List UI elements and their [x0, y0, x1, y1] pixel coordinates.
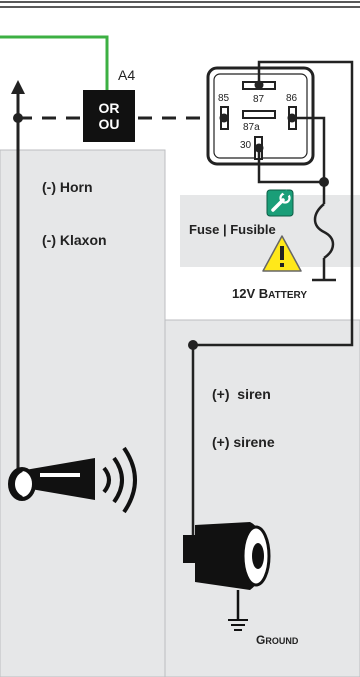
or-ou-module	[83, 90, 135, 142]
horn-wire	[11, 80, 25, 470]
battery-label: 12V BATTERY	[232, 286, 307, 301]
ground-label: GROUND	[256, 633, 299, 647]
module-label: A4	[118, 67, 135, 83]
module-green-wire	[0, 35, 109, 90]
ground-icon	[228, 619, 248, 631]
pin30-wire	[257, 148, 324, 184]
horn-icon	[8, 446, 137, 514]
siren-label-en: (+) siren	[212, 386, 271, 402]
relay-pin-87-label: 87	[253, 94, 265, 105]
module-line2: OU	[99, 116, 120, 132]
relay-wiring	[191, 60, 354, 540]
relay-pin-85-dot	[219, 113, 229, 123]
siren-speaker-icon	[183, 522, 271, 620]
relay-pin-87a-blade	[242, 110, 276, 119]
wrench-icon	[266, 189, 294, 217]
pin86-wire	[292, 116, 326, 182]
relay-pin-30-label: 30	[240, 140, 252, 151]
fuse-top-junction	[319, 177, 329, 187]
module-line1: OR	[99, 100, 120, 116]
siren-panel	[164, 319, 360, 677]
warning-icon	[262, 235, 302, 272]
horn-label-fr: (-) Klaxon	[42, 232, 107, 248]
relay-pin-86-label: 86	[286, 93, 298, 104]
relay	[206, 66, 315, 166]
relay-pin-85-label: 85	[218, 93, 230, 104]
siren-label-fr: (+) sirene	[212, 434, 275, 450]
horn-label-en: (-) Horn	[42, 179, 93, 195]
horn-wire-junction	[13, 113, 23, 123]
fuse-symbol	[313, 203, 335, 260]
pin87-output-wire	[191, 60, 354, 540]
relay-pin-87a-label: 87a	[243, 122, 260, 133]
horn-panel	[0, 149, 166, 677]
siren-wire-junction	[188, 340, 198, 350]
fuse-label: Fuse | Fusible	[189, 222, 276, 237]
horn-wire-arrow	[11, 80, 25, 94]
top-border	[0, 1, 360, 8]
